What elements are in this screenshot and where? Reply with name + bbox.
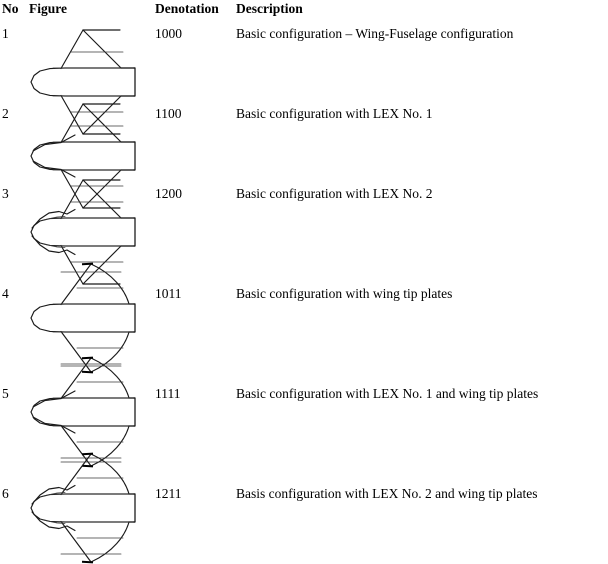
column-header-figure: Figure (29, 1, 67, 16)
column-header-no: No (2, 1, 19, 16)
aircraft-plan-view-basic (25, 26, 147, 138)
row-denotation: 1000 (155, 26, 182, 41)
column-header-description: Description (236, 1, 303, 16)
row-number: 1 (2, 26, 9, 41)
row-number: 4 (2, 286, 9, 301)
row-number: 5 (2, 386, 9, 401)
table-header-row: No Figure Denotation Description (0, 0, 608, 20)
row-number: 2 (2, 106, 9, 121)
row-denotation: 1100 (155, 106, 182, 121)
aircraft-plan-view-lex2-tip-plates (25, 452, 147, 564)
row-description: Basic configuration with wing tip plates (236, 286, 453, 301)
row-denotation: 1211 (155, 486, 182, 501)
aircraft-plan-view-lex1 (25, 100, 147, 212)
row-denotation: 1111 (155, 386, 181, 401)
row-denotation: 1200 (155, 186, 182, 201)
row-description: Basic configuration with LEX No. 1 and w… (236, 386, 539, 401)
row-number: 3 (2, 186, 9, 201)
row-description: Basic configuration – Wing-Fuselage conf… (236, 26, 514, 41)
row-description: Basic configuration with LEX No. 2 (236, 186, 433, 201)
row-description: Basic configuration with LEX No. 1 (236, 106, 433, 121)
aircraft-plan-view-tip-plates (25, 262, 147, 374)
row-description: Basis configuration with LEX No. 2 and w… (236, 486, 538, 501)
row-denotation: 1011 (155, 286, 182, 301)
aircraft-plan-view-lex2 (25, 176, 147, 288)
aircraft-plan-view-lex1-tip-plates (25, 356, 147, 468)
row-number: 6 (2, 486, 9, 501)
column-header-denotation: Denotation (155, 1, 219, 16)
